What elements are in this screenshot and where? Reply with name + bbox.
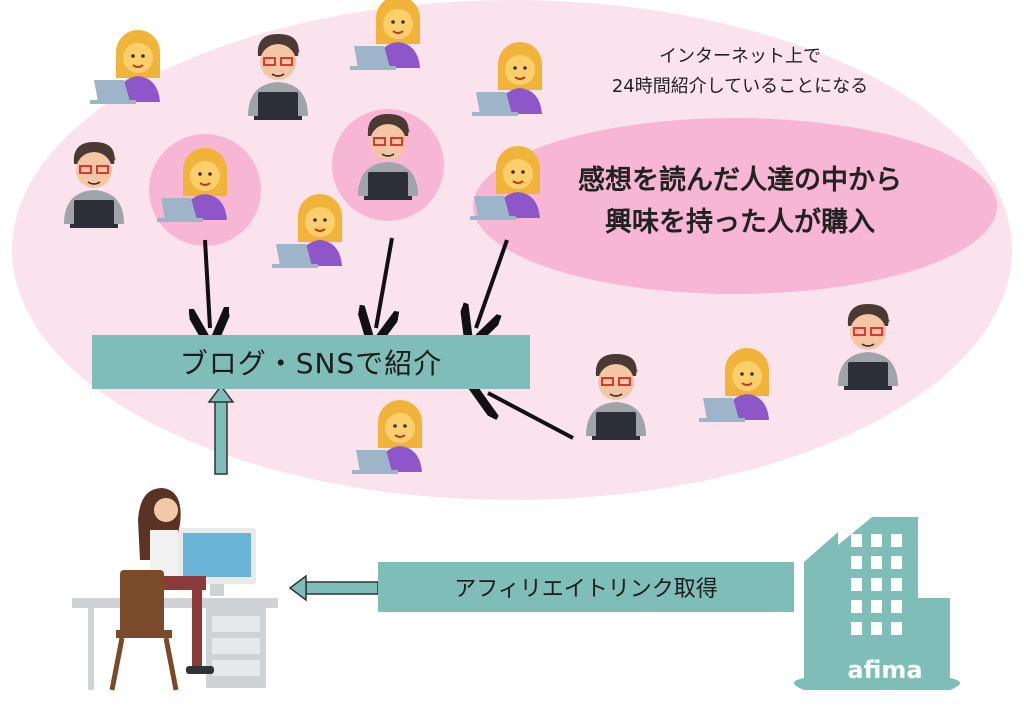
purchase-callout: 感想を読んだ人達の中から 興味を持った人が購入 [545,160,935,244]
afima-building [794,517,960,690]
arrow-4 [488,393,574,440]
purchase-callout-line2: 興味を持った人が購入 [605,207,875,238]
online-note-line1: インターネット上で [659,46,821,67]
callout-ellipse [473,118,997,294]
online-note-line2: 24時間紹介していることになる [611,76,869,97]
affiliate-link-box: アフィリエイトリンク取得 [378,562,794,612]
up-arrow [207,384,235,475]
blog-sns-label: ブログ・SNSで紹介 [179,347,443,380]
blogger-at-desk [72,488,278,691]
purchase-callout-line1: 感想を読んだ人達の中から [578,165,902,196]
arrow-1 [205,239,210,328]
online-note: インターネット上で 24時間紹介していることになる [540,42,940,102]
affiliate-link-label: アフィリエイトリンク取得 [454,577,718,602]
arrow-2 [376,237,392,328]
afima-label: afima [847,656,923,684]
arrow-3 [476,239,509,328]
woman-avatar-1 [89,29,161,105]
blog-sns-box: ブログ・SNSで紹介 [92,335,530,389]
left-arrow [288,574,379,602]
